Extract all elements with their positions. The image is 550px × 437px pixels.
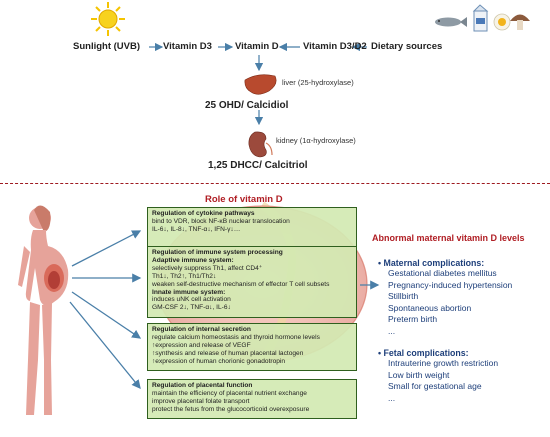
- fetal-list: • Fetal complications: Intrauterine grow…: [378, 348, 498, 404]
- secretion-box: Regulation of internal secretion regulat…: [147, 323, 357, 371]
- milk-carton-icon: [472, 4, 489, 32]
- box-line: Th1↓, Th2↑, Th1/Th2↓: [152, 272, 217, 280]
- egg-icon: [493, 13, 511, 31]
- box-line: bind to VDR, block NF-κB nuclear translo…: [152, 217, 290, 225]
- kidney-label: kidney (1α-hydroxylase): [276, 136, 356, 145]
- box-line: IL-6↓, IL-8↓, TNF-α↓, IFN-γ↓…: [152, 225, 241, 233]
- box-line: Regulation of cytokine pathways: [152, 210, 255, 217]
- list-item: Pregnancy-induced hypertension: [388, 279, 513, 290]
- maternal-heading: • Maternal complications:: [378, 258, 485, 268]
- box-line: GM-CSF 2↓, TNF-α↓, IL-6↓: [152, 304, 231, 312]
- box-line: protect the fetus from the glucocorticoi…: [152, 405, 310, 413]
- mushroom-icon: [510, 14, 530, 30]
- box-line: weaken self-destructive mechanism of eff…: [152, 280, 330, 288]
- box-line: Adaptive immune system:: [152, 256, 234, 264]
- box-line: selectively suppress Th1, affect CD4⁺: [152, 264, 263, 272]
- placental-box: Regulation of placental function maintai…: [147, 379, 357, 419]
- liver-label: liver (25-hydroxylase): [282, 78, 354, 87]
- box-line: Regulation of internal secretion: [152, 326, 251, 333]
- box-line: ↑expression of human chorionic gonadotro…: [152, 357, 286, 365]
- vitamin-d3-label: Vitamin D3: [163, 41, 212, 52]
- role-arrows: [69, 230, 142, 390]
- pregnant-woman-icon: [18, 205, 69, 415]
- vitamin-d3-d2-label: Vitamin D3/D2: [303, 41, 367, 52]
- immune-box: Regulation of immune system processing A…: [147, 246, 357, 318]
- box-line: Regulation of immune system processing: [152, 249, 283, 256]
- list-item: ...: [388, 392, 396, 403]
- list-item: Small for gestational age: [388, 381, 482, 391]
- list-item: ...: [388, 325, 396, 336]
- pathway-arrows: [149, 42, 367, 126]
- list-item: Preterm birth: [388, 314, 438, 324]
- fetal-heading: • Fetal complications:: [378, 348, 469, 358]
- list-item: Gestational diabetes mellitus: [388, 268, 497, 278]
- box-line: ↑expression and release of VEGF: [152, 341, 251, 349]
- box-line: maintain the efficiency of placental nut…: [152, 389, 307, 397]
- calcidiol-label: 25 OHD/ Calcidiol: [205, 100, 289, 111]
- list-item: Spontaneous abortion: [388, 302, 472, 313]
- sunlight-label: Sunlight (UVB): [73, 41, 141, 52]
- section-divider: [0, 183, 550, 184]
- list-item: Intrauterine growth restriction: [388, 358, 499, 368]
- list-item: Stillbirth: [388, 291, 419, 301]
- box-line: Regulation of placental function: [152, 382, 253, 389]
- box-line: regulate calcium homeostasis and thyroid…: [152, 333, 320, 341]
- list-item: Low birth weight: [388, 369, 450, 380]
- calcitriol-label: 1,25 DHCC/ Calcitriol: [208, 160, 308, 171]
- outcomes-panel: Abnormal maternal vitamin D levels: [372, 233, 525, 243]
- kidney-icon: [248, 131, 273, 158]
- box-line: ↑synthesis and release of human placenta…: [152, 349, 304, 357]
- vitamin-d-label: Vitamin D: [235, 41, 279, 52]
- box-line: improve placental folate transport: [152, 397, 250, 405]
- liver-icon: [244, 74, 277, 95]
- role-title: Role of vitamin D: [205, 194, 283, 205]
- box-line: Innate immune system:: [152, 288, 226, 296]
- sun-icon: [91, 2, 125, 36]
- maternal-list: • Maternal complications: Gestational di…: [378, 258, 512, 337]
- cytokine-box: Regulation of cytokine pathways bind to …: [147, 207, 357, 247]
- dietary-sources-label: Dietary sources: [371, 41, 443, 52]
- box-line: induces uNK cell activation: [152, 296, 231, 304]
- fish-icon: [435, 17, 467, 27]
- outcomes-title: Abnormal maternal vitamin D levels: [372, 233, 525, 243]
